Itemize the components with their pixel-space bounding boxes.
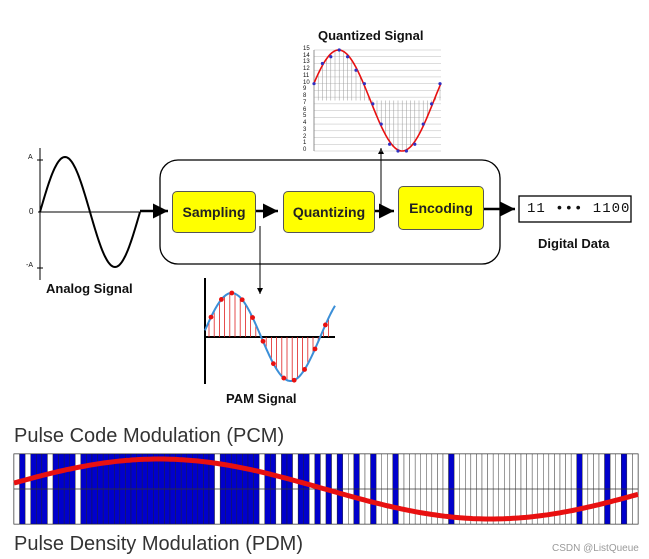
stage-encoding: Encoding xyxy=(398,186,484,230)
watermark: CSDN @ListQueue xyxy=(552,543,639,554)
quantized-level-label: 15 xyxy=(303,46,310,52)
digital-value: 11 ••• 1100 xyxy=(527,201,631,217)
quantized-level-label: 5 xyxy=(303,113,307,120)
digital-data-box xyxy=(518,195,632,223)
pam-sample-point xyxy=(219,297,224,302)
quantized-point xyxy=(430,102,434,106)
pam-sample-point xyxy=(271,361,276,367)
quantized-level-label: 10 xyxy=(303,79,310,86)
pam-sample-point xyxy=(312,346,318,352)
quantized-point xyxy=(396,149,400,153)
digital-data-label: Digital Data xyxy=(538,236,610,251)
pam-sample-point xyxy=(250,315,256,320)
quantized-point xyxy=(337,48,341,52)
pdm-strip xyxy=(13,453,639,525)
pam-sample-point xyxy=(260,338,266,344)
pcm-title: Pulse Code Modulation (PCM) xyxy=(14,425,285,447)
quantized-point xyxy=(312,82,316,86)
quantized-point xyxy=(354,68,358,72)
quantized-level-label: 9 xyxy=(303,86,307,93)
quantized-level-label: 8 xyxy=(303,93,307,100)
axis-a-pos-label: A xyxy=(28,154,33,161)
pam-sample-point xyxy=(302,367,307,372)
quantized-point xyxy=(404,149,408,153)
pam-sample-point xyxy=(239,297,245,303)
quantized-level-label: 1 xyxy=(303,140,307,147)
pam-signal-plot xyxy=(204,278,336,384)
quantized-point xyxy=(320,61,324,66)
pam-sample-point xyxy=(229,290,235,296)
quantized-signal-label: Quantized Signal xyxy=(318,28,424,43)
quantized-point xyxy=(362,82,366,86)
stage-quantizing: Quantizing xyxy=(283,191,375,233)
quantized-point xyxy=(438,82,442,86)
quantized-level-label: 3 xyxy=(303,126,307,133)
quantized-point xyxy=(413,142,417,146)
quantized-level-label: 6 xyxy=(303,106,307,113)
analog-signal-label: Analog Signal xyxy=(46,281,133,296)
pam-curve xyxy=(204,292,336,382)
quantized-level-label: 4 xyxy=(303,120,307,127)
quantized-level-label: 13 xyxy=(303,59,310,66)
pam-sample-point xyxy=(291,377,297,383)
quantized-level-label: 12 xyxy=(303,66,310,73)
stage-sampling: Sampling xyxy=(172,191,256,233)
quantized-point xyxy=(371,102,375,106)
axis-zero-label: 0 xyxy=(29,207,34,216)
quantized-curve xyxy=(313,49,442,152)
quantized-point xyxy=(346,55,350,59)
analog-wave xyxy=(39,155,141,269)
quantized-level-label: 14 xyxy=(303,52,310,59)
pam-sample-point xyxy=(281,375,287,381)
quantized-level-label: 2 xyxy=(303,133,307,140)
pdm-signal-curve xyxy=(13,456,639,522)
quantized-level-label: 11 xyxy=(303,72,310,79)
pam-sample-point xyxy=(208,314,214,320)
quantized-point xyxy=(388,142,392,146)
quantized-level-label: 0 xyxy=(303,147,307,153)
quantized-point xyxy=(329,55,333,59)
quantized-level-label: 7 xyxy=(303,99,307,106)
analog-signal-plot xyxy=(37,148,141,280)
quantized-point xyxy=(421,122,425,126)
quantized-signal-plot xyxy=(312,48,442,153)
pam-signal-label: PAM Signal xyxy=(226,391,297,406)
pam-sample-point xyxy=(323,322,328,328)
pdm-title: Pulse Density Modulation (PDM) xyxy=(14,533,303,555)
quantized-point xyxy=(379,122,383,126)
axis-a-neg-label: -A xyxy=(26,262,33,269)
